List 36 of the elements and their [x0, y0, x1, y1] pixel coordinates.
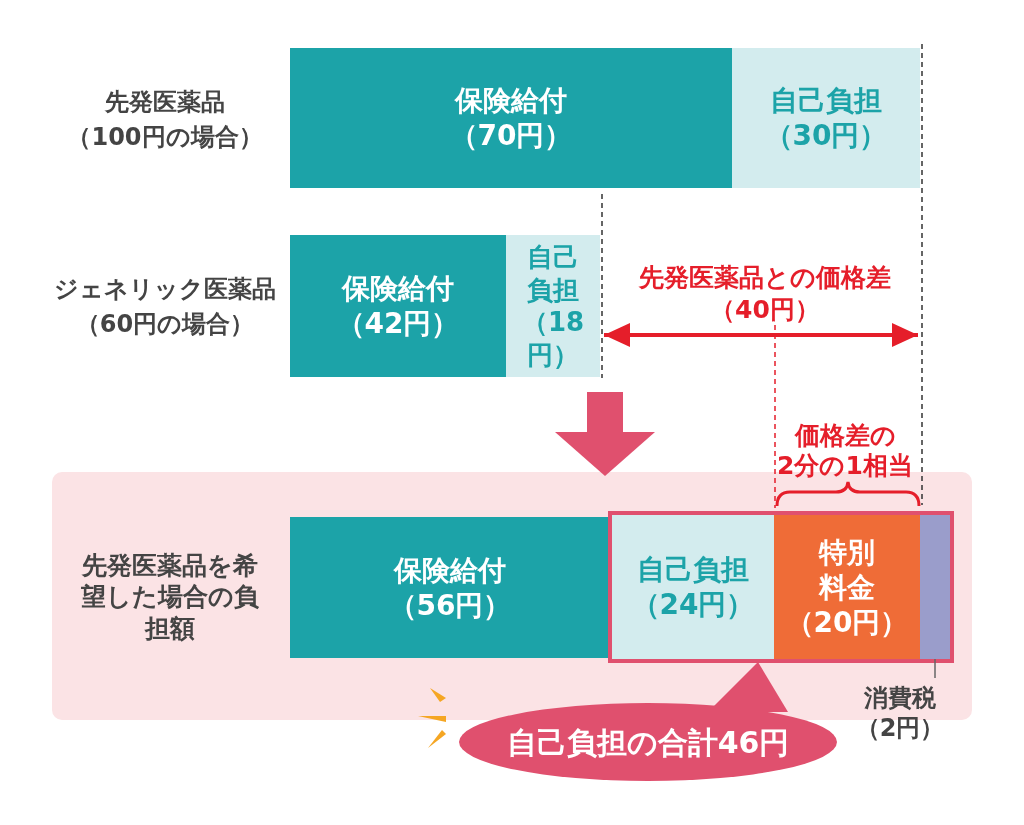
- bar-segment: [612, 515, 774, 659]
- bar-label: 特別料金: [817, 534, 876, 605]
- bar-label: 自己負担: [770, 83, 882, 118]
- bar-segment: [290, 235, 506, 377]
- bar-label: 先発医薬品を希望した場合の負担額: [80, 550, 260, 644]
- bar-label: （20円）: [785, 604, 909, 640]
- bar-segment: [774, 515, 920, 659]
- row-label: 先発医薬品: [104, 87, 226, 118]
- bar-label: （42円）: [336, 306, 460, 341]
- bar-label: 保険給付: [455, 83, 567, 118]
- bar-label: 保険給付: [342, 271, 454, 306]
- callout-text: 自己負担の合計46円: [506, 724, 790, 762]
- bar-segment: [732, 48, 920, 188]
- bar-label: （70円）: [449, 118, 573, 153]
- leader-line: [934, 658, 936, 679]
- bar-segment: [920, 515, 950, 659]
- tax-label: （2円）: [855, 713, 945, 743]
- bar-label: （24円）: [631, 587, 755, 622]
- bar-label: 自己負担: [526, 241, 580, 306]
- bar-segment: [290, 517, 610, 658]
- down-arrow: [555, 392, 655, 476]
- bar-segment: [290, 48, 732, 188]
- bar-label: （18円）: [520, 306, 586, 371]
- bar-label: （56円）: [388, 587, 512, 623]
- bar-label: 保険給付: [394, 552, 506, 588]
- bar-segment: [506, 235, 600, 377]
- row-label: （100円の場合）: [66, 122, 264, 153]
- outline-box: [608, 511, 954, 663]
- bar-label: 自己負担: [637, 552, 749, 587]
- tax-label: 消費税: [864, 683, 936, 713]
- bracket-label: 2分の1相当: [776, 450, 914, 482]
- dimension-label: 先発医薬品との価格差（40円）: [638, 262, 892, 326]
- row-label: （60円の場合）: [74, 309, 256, 340]
- row-label: ジェネリック医薬品: [53, 274, 277, 305]
- bracket-label: 価格差の: [793, 420, 897, 452]
- bar-label: （30円）: [764, 118, 888, 153]
